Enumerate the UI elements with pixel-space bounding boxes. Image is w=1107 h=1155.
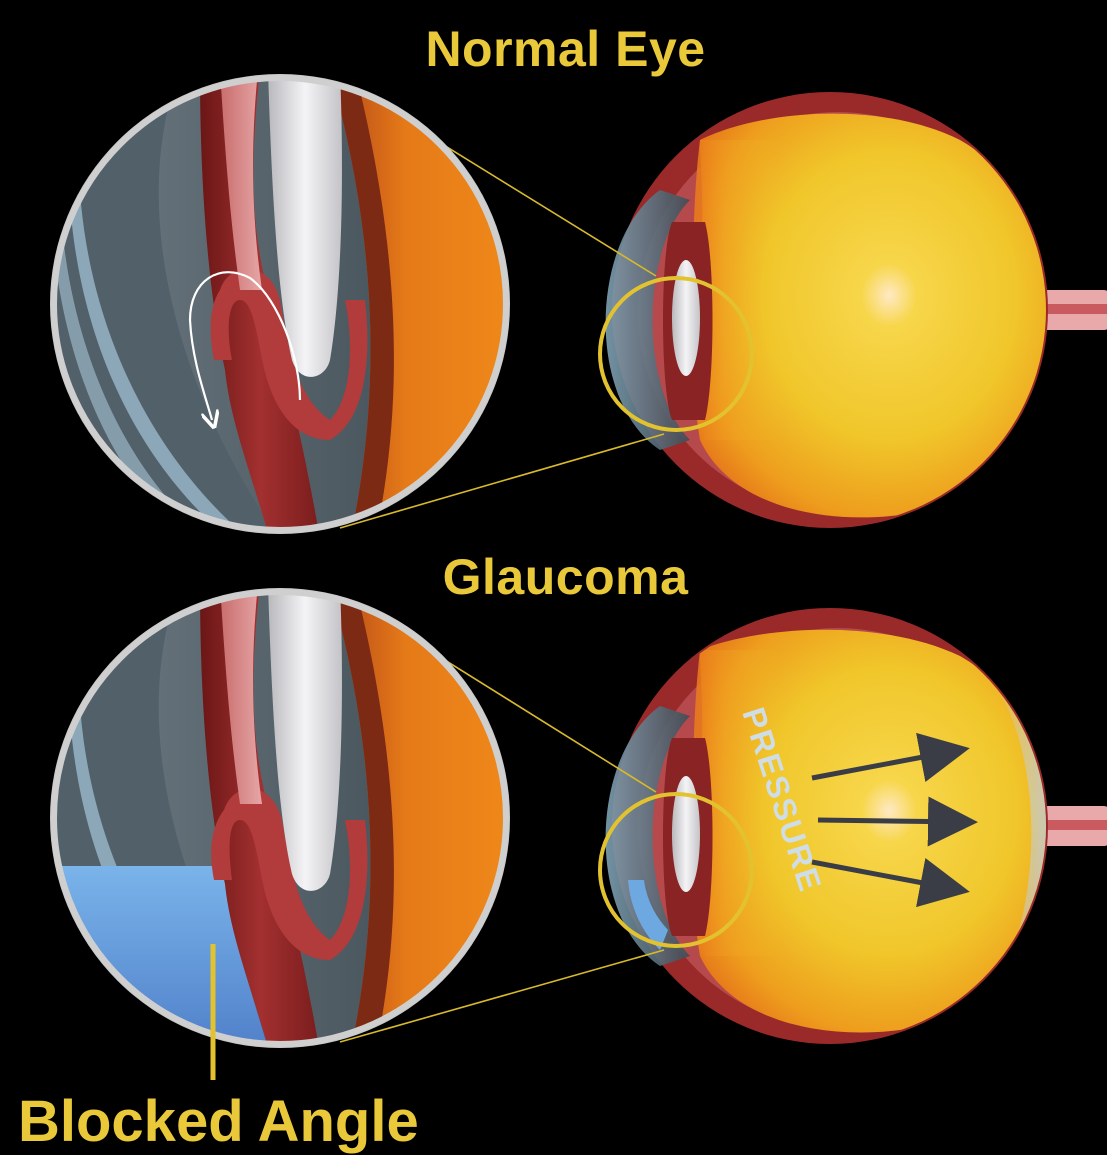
normal-zoom-circle bbox=[40, 70, 520, 540]
glaucoma-eyeball bbox=[606, 608, 1050, 1044]
glaucoma-zoom-circle bbox=[40, 584, 520, 1054]
normal-eye-title: Normal Eye bbox=[12, 20, 1107, 78]
normal-eyeball bbox=[606, 92, 1050, 528]
normal-eye-section bbox=[40, 70, 1107, 540]
blocked-angle-label: Blocked Angle bbox=[18, 1088, 419, 1155]
glaucoma-eye-section: PRESSURE bbox=[40, 584, 1107, 1080]
glaucoma-title: Glaucoma bbox=[12, 548, 1107, 606]
